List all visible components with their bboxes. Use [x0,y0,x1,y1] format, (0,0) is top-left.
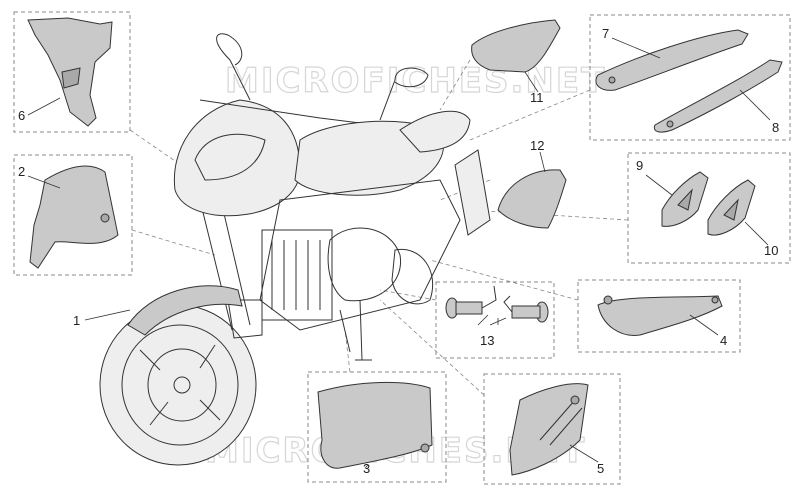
part-5-fastener [570,395,580,405]
connector-11 [439,59,471,111]
slider-right-body [511,305,541,319]
box-part-7-8 [589,14,791,141]
front-brake-disc [147,348,217,422]
slider-left-mount [481,285,497,309]
connector-2 [131,229,216,256]
side-stand [355,299,372,361]
callout-5: 5 [597,461,604,476]
part-4-footrest-bracket [597,295,723,336]
part-2-fastener [100,213,110,223]
slider-right-mount [503,295,513,313]
part-2-side-cover [29,165,119,269]
leader-3 [364,464,369,469]
leader-10 [744,221,769,246]
watermark-top: MICROFICHES.NET [225,61,606,101]
part-4-fastener-b [711,296,719,304]
part-5-bracket-lines [539,399,583,446]
box-part-9-10 [627,152,791,264]
wheel-spokes [139,344,221,426]
connector-5 [379,299,485,396]
box-part-6 [13,11,131,133]
front-hub [173,376,191,394]
part-3-belly-pan [317,381,433,469]
seat [399,110,471,153]
part-1-front-fender [127,285,243,336]
right-mirror [379,67,429,121]
part-4-fastener-a [603,295,613,305]
callout-13: 13 [480,333,494,348]
connector-4 [429,259,579,301]
callout-3: 3 [363,461,370,476]
part-8-tail-panel [653,59,783,133]
radiator-fins [271,240,321,310]
callout-7: 7 [602,26,609,41]
box-part-2 [13,154,133,276]
leader-6 [27,97,61,116]
box-part-3 [307,371,447,483]
part-6-cutout [61,67,81,89]
part-7-tail-panel [595,29,749,91]
center-stand [339,309,351,353]
frame [259,179,461,331]
leader-2 [27,175,61,189]
leader-7 [611,37,661,59]
part-8-fastener [666,120,674,128]
callout-12: 12 [530,138,544,153]
box-part-13 [435,281,555,359]
headlight-lens [194,133,266,181]
engine-block [327,227,401,302]
slider-left-body [455,301,483,315]
callout-11: 11 [530,90,544,105]
headlight-fairing [173,99,301,217]
leader-5 [569,444,599,463]
part-13-frame-sliders [445,285,549,323]
callout-4: 4 [720,333,727,348]
radiator [261,229,333,321]
callout-1: 1 [73,313,80,328]
leader-12 [539,151,546,173]
box-part-4 [577,279,741,353]
part-12-rear-hugger [497,169,567,229]
front-rim [121,324,239,446]
part-7-fastener [608,76,616,84]
callout-8: 8 [772,120,779,135]
leader-9 [645,174,673,196]
leader-11 [524,71,539,93]
rear-wheel [391,248,434,305]
connector-7 [469,89,591,141]
leader-4 [689,314,719,336]
part-3-fastener [420,443,430,453]
callout-10: 10 [764,243,778,258]
box-part-5 [483,373,621,485]
callout-9: 9 [636,158,643,173]
callout-6: 6 [18,108,25,123]
part-10-cutout [723,198,739,221]
leader-13 [477,314,507,326]
connector-13 [379,289,437,301]
connector-3 [344,329,351,373]
left-mirror [216,33,251,101]
leader-8 [739,89,771,121]
exhaust-muffler [454,149,491,236]
motorcycle-illustration [99,33,491,466]
callout-2: 2 [18,164,25,179]
part-11-seat-cowl [471,19,561,73]
leader-1 [84,309,131,321]
part-9-cutout [677,188,693,211]
